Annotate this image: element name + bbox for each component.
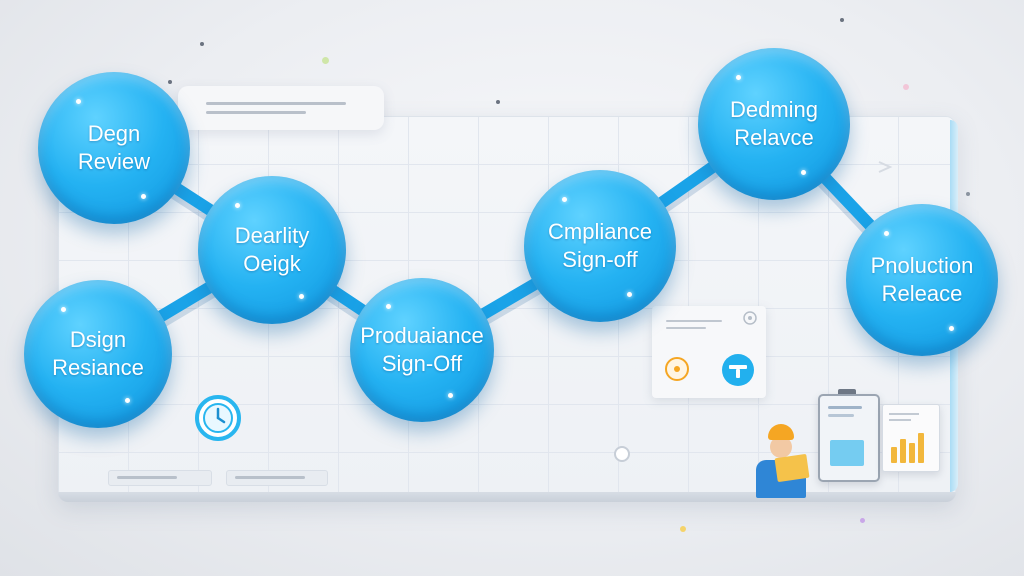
ring-icon xyxy=(614,446,630,462)
clipboard-icon xyxy=(818,394,880,482)
sparkle xyxy=(949,325,955,331)
node-label: Degn Review xyxy=(77,121,151,174)
arrow-icon xyxy=(878,161,893,173)
decor-dot xyxy=(903,84,909,90)
node-label: Produaiance Sign-Off xyxy=(360,323,484,376)
sparkle xyxy=(124,398,130,404)
sparkle xyxy=(884,231,889,237)
node-label: Dearlity Oeigk xyxy=(234,223,310,276)
bottom-bar-line xyxy=(117,476,177,479)
sparkle xyxy=(298,294,304,300)
sparkle xyxy=(736,75,741,81)
header-card-line xyxy=(206,102,346,105)
info-mini-card xyxy=(652,306,766,398)
mini-card-line xyxy=(666,327,706,329)
bottom-label-bar xyxy=(226,470,328,486)
bars-card-line xyxy=(889,419,911,421)
bottom-label-bar xyxy=(108,470,212,486)
chart-bar xyxy=(900,439,906,463)
process-node-n1[interactable]: Degn Review xyxy=(38,72,190,224)
sparkle xyxy=(76,99,81,105)
bar-chart-icon xyxy=(882,404,940,472)
node-label: Dsign Resiance xyxy=(52,327,144,380)
board-rim xyxy=(58,492,956,502)
process-node-n7[interactable]: Pnoluction Releace xyxy=(846,204,998,356)
sparkle xyxy=(386,303,391,309)
badge-icon xyxy=(722,354,754,386)
clipboard-line xyxy=(828,414,854,417)
sparkle xyxy=(141,193,147,199)
mini-card-line xyxy=(666,320,722,322)
clipboard-chart xyxy=(830,440,864,466)
clock-icon xyxy=(195,395,241,441)
process-node-n3[interactable]: Dearlity Oeigk xyxy=(198,176,346,324)
process-node-n5[interactable]: Cmpliance Sign-off xyxy=(524,170,676,322)
decor-dot xyxy=(840,18,844,22)
sparkle xyxy=(61,306,66,312)
decor-dot xyxy=(322,57,329,64)
chart-bar xyxy=(891,447,897,463)
node-label: Cmpliance Sign-off xyxy=(548,219,652,272)
process-node-n6[interactable]: Dedming Relavce xyxy=(698,48,850,200)
decor-dot xyxy=(860,518,865,523)
document-icon xyxy=(774,453,810,483)
sparkle xyxy=(447,393,453,399)
sparkle xyxy=(562,197,567,203)
chart-bar xyxy=(909,443,915,463)
status-icon xyxy=(665,357,689,381)
decor-dot xyxy=(496,100,500,104)
decor-dot xyxy=(168,80,172,84)
decor-dot xyxy=(966,192,970,196)
clipboard-clip xyxy=(838,389,856,397)
bottom-bar-line xyxy=(235,476,305,479)
worker-head xyxy=(770,436,792,458)
process-node-n4[interactable]: Produaiance Sign-Off xyxy=(350,278,494,422)
decor-dot xyxy=(200,42,204,46)
node-label: Dedming Relavce xyxy=(729,97,819,150)
process-node-n2[interactable]: Dsign Resiance xyxy=(24,280,172,428)
clipboard-line xyxy=(828,406,862,409)
decor-dot xyxy=(680,526,686,532)
header-card xyxy=(178,86,384,130)
sparkle xyxy=(235,202,240,208)
header-card-line xyxy=(206,111,306,114)
hard-hat-icon xyxy=(768,424,794,440)
node-label: Pnoluction Releace xyxy=(870,253,974,306)
bars-card-line xyxy=(889,413,919,415)
sparkle xyxy=(627,291,633,297)
settings-dot-icon xyxy=(743,311,757,325)
chart-bar xyxy=(918,433,924,463)
sparkle xyxy=(801,169,807,175)
